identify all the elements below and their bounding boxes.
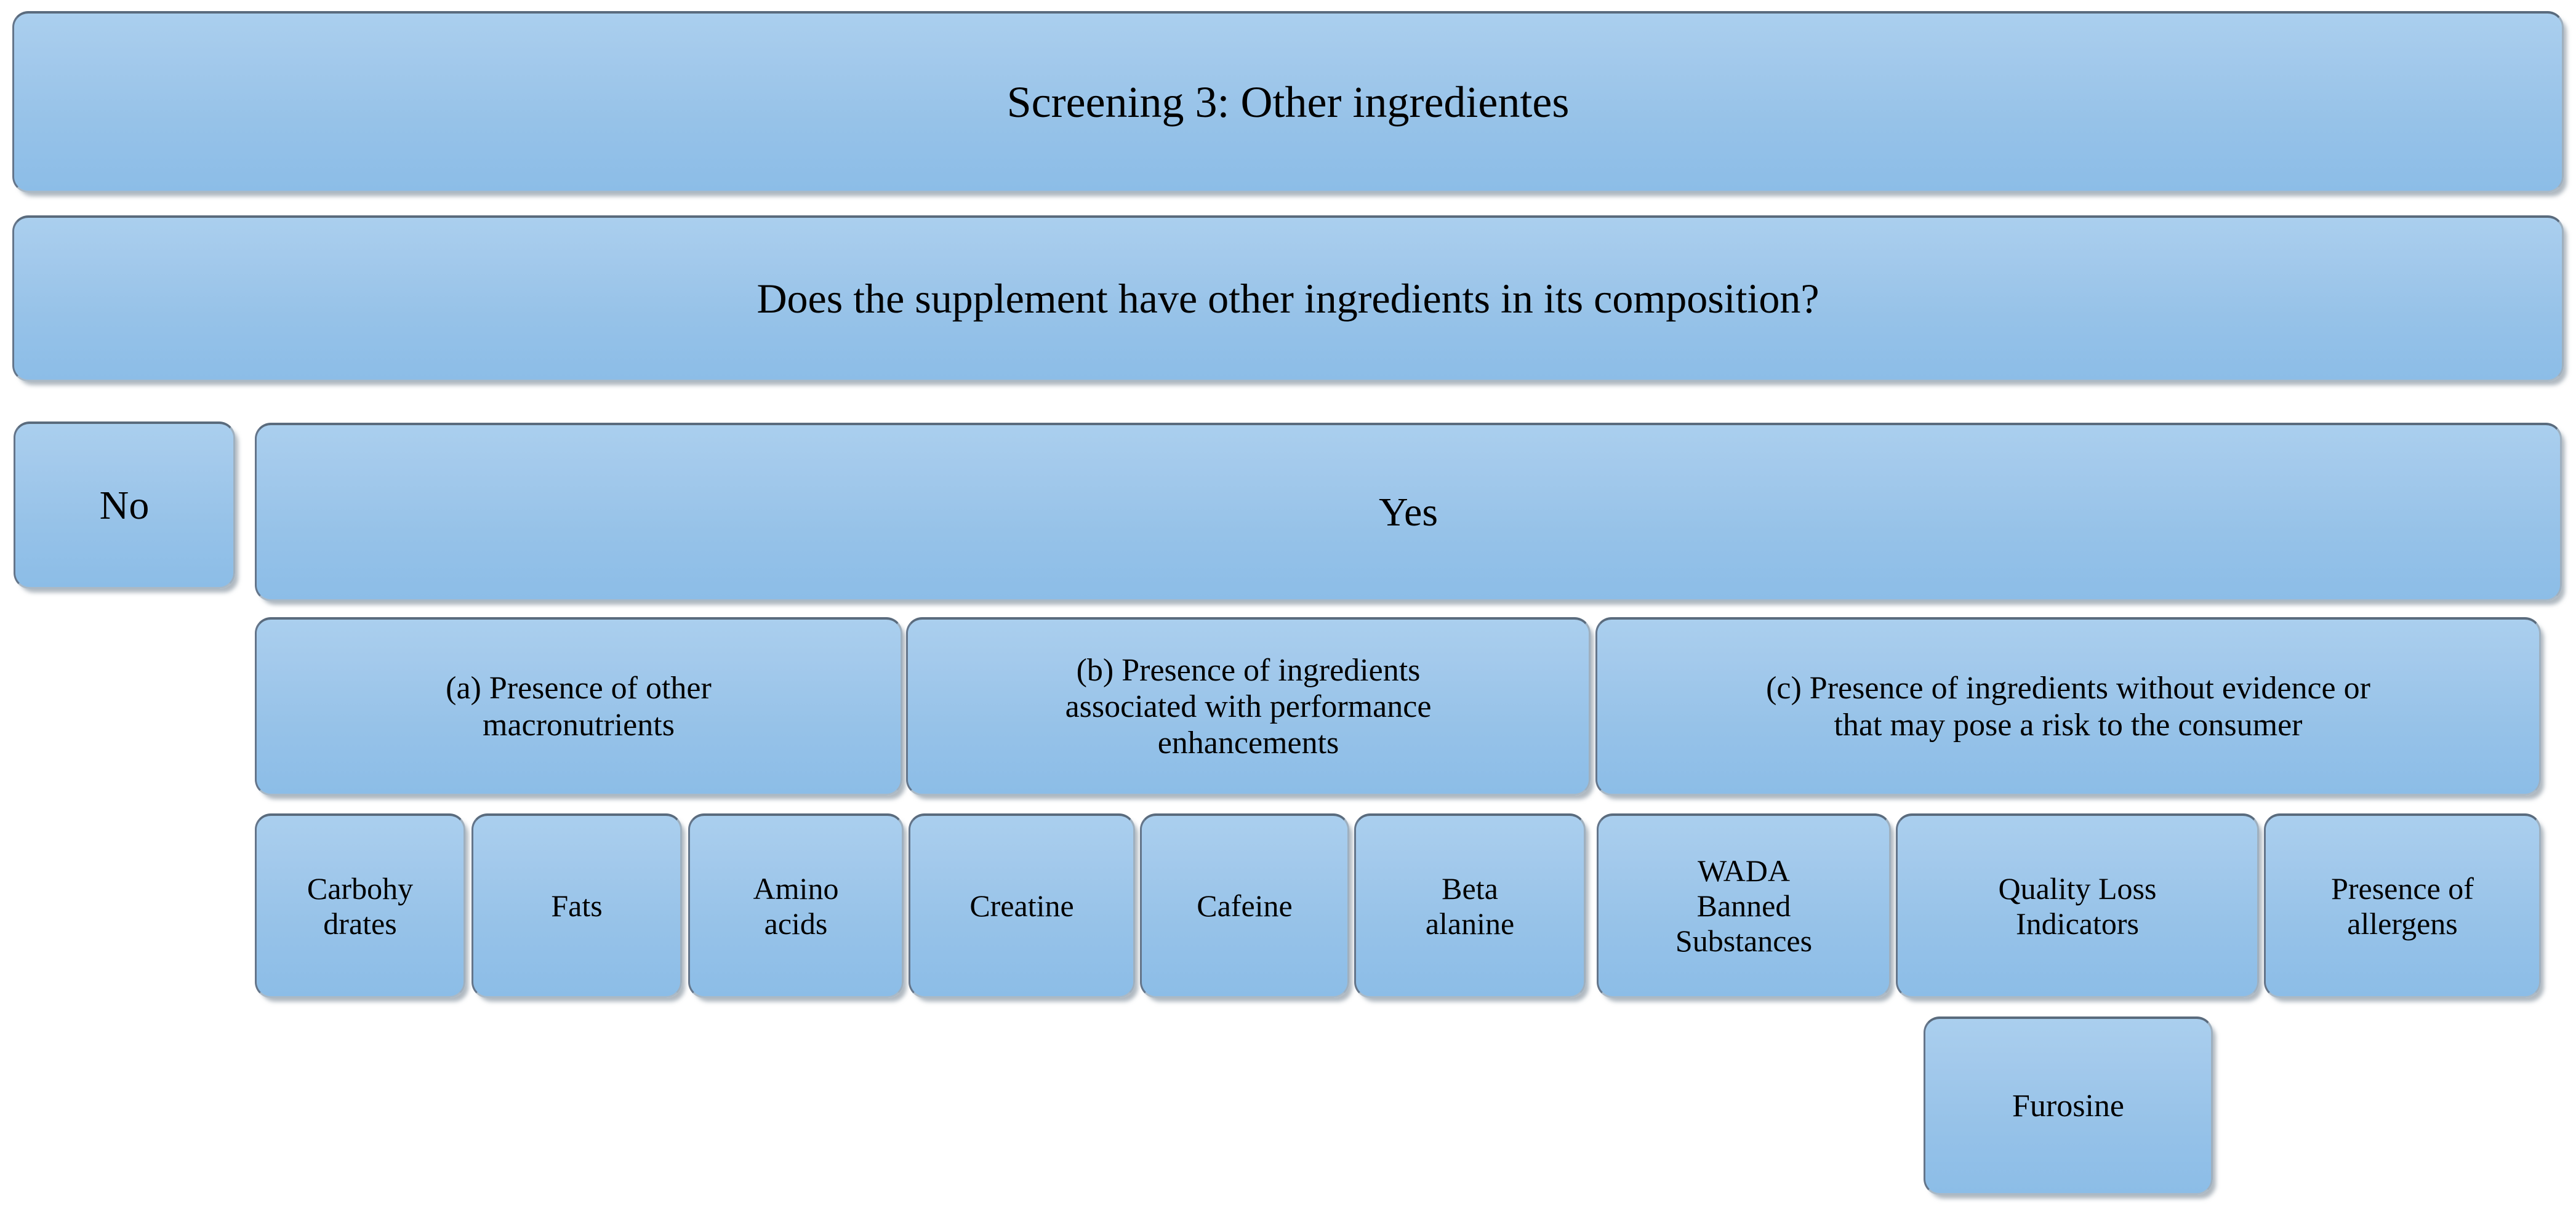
branch-yes[interactable]: Yes	[255, 423, 2562, 601]
leaf-cafeine[interactable]: Cafeine	[1140, 813, 1349, 998]
leaf-creatine[interactable]: Creatine	[909, 813, 1135, 998]
leaf-quality-loss-indicators[interactable]: Quality Loss Indicators	[1896, 813, 2259, 998]
category-a-macronutrients[interactable]: (a) Presence of other macronutrients	[255, 617, 902, 796]
leaf-amino-acids[interactable]: Amino acids	[688, 813, 904, 998]
category-c-risk-ingredients[interactable]: (c) Presence of ingredients without evid…	[1595, 617, 2541, 796]
leaf-presence-of-allergens[interactable]: Presence of allergens	[2264, 813, 2541, 998]
category-b-performance-ingredients[interactable]: (b) Presence of ingredients associated w…	[906, 617, 1591, 796]
leaf-carbohydrates[interactable]: Carbohy drates	[255, 813, 465, 998]
subleaf-furosine[interactable]: Furosine	[1924, 1016, 2213, 1195]
leaf-fats[interactable]: Fats	[471, 813, 682, 998]
branch-no[interactable]: No	[14, 421, 235, 589]
screening-question-box: Does the supplement have other ingredien…	[12, 215, 2564, 381]
leaf-beta-alanine[interactable]: Beta alanine	[1354, 813, 1586, 998]
leaf-wada-banned-substances[interactable]: WADA Banned Substances	[1597, 813, 1891, 998]
screening-title-banner: Screening 3: Other ingredientes	[12, 11, 2564, 193]
